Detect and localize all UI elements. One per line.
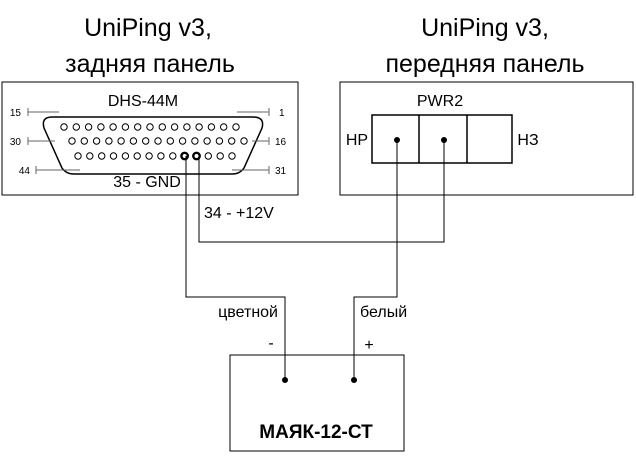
device-name: МАЯК-12-СТ <box>259 422 373 443</box>
pin-bot-1 <box>74 152 82 160</box>
pin-mid-15 <box>240 137 248 145</box>
pin-bot-7 <box>145 152 153 160</box>
device-box <box>229 354 405 452</box>
pin-bot-13 <box>216 152 224 160</box>
pin-top-8 <box>146 123 154 131</box>
pwr-connector-name: PWR2 <box>417 93 463 110</box>
pin-mid-9 <box>166 137 175 145</box>
pin-mid-7 <box>142 137 150 145</box>
pwr-nc-label: НЗ <box>517 132 538 149</box>
right-heading-line2: передняя панель <box>385 50 584 78</box>
pin-top-13 <box>207 123 216 131</box>
device-terminal-minus <box>282 377 288 383</box>
pin-top-12 <box>195 123 203 131</box>
connector-name: DHS-44M <box>108 93 178 110</box>
pin-mid-3 <box>92 137 101 145</box>
pin-top-2 <box>72 123 81 131</box>
pin-mid-13 <box>215 137 224 145</box>
pin-top-11 <box>183 123 191 131</box>
plus-terminal-label: + <box>364 337 373 354</box>
pin-label-31: 31 <box>275 166 287 177</box>
gnd-pin-label: 35 - GND <box>113 174 181 191</box>
right-heading-line1: UniPing v3, <box>421 14 549 42</box>
wire-colored-label: цветной <box>218 304 278 321</box>
wire-white-label: белый <box>360 304 407 321</box>
wire-white <box>353 140 398 380</box>
left-heading-line2: задняя панель <box>65 50 235 78</box>
pin-top-5 <box>109 123 117 131</box>
pin-mid-4 <box>105 137 113 145</box>
pin-bot-6 <box>133 152 141 160</box>
pin-top-6 <box>121 123 130 131</box>
pin-mid-2 <box>80 137 89 145</box>
pin-bot-8 <box>157 152 165 160</box>
left-heading-line1: UniPing v3, <box>84 14 212 42</box>
pin-mid-8 <box>154 137 162 145</box>
pin-bot-14 <box>228 152 236 160</box>
pin-mid-12 <box>203 137 211 145</box>
device-terminal-plus <box>351 377 357 383</box>
pin-label-30: 30 <box>10 137 22 148</box>
wire-12v-to-pwr <box>198 140 445 243</box>
pin-top-4 <box>97 123 105 131</box>
db44-connector-shell <box>42 116 264 175</box>
pin-bot-12 <box>204 152 213 160</box>
pin-label-1: 1 <box>279 108 285 119</box>
pin-top-9 <box>158 123 167 131</box>
pin-mid-10 <box>178 137 187 145</box>
front-panel-box <box>339 81 634 196</box>
pin-mid-5 <box>117 137 125 145</box>
pin-label-16: 16 <box>275 137 287 148</box>
pin-row-middle <box>68 137 248 145</box>
pin-bot-4 <box>109 152 118 160</box>
pin-bot-2 <box>86 152 94 160</box>
pin-bot-10 <box>180 151 190 161</box>
pin-bot-11 <box>192 151 201 161</box>
minus-terminal-label: - <box>268 335 273 352</box>
pin-row-top <box>60 123 240 131</box>
pwr-no-label: НР <box>346 132 368 149</box>
v12-pin-label: 34 - +12V <box>204 205 274 222</box>
pin-mid-6 <box>129 137 138 145</box>
pin-bot-3 <box>98 152 106 160</box>
pin-top-1 <box>60 123 68 131</box>
pin-mid-14 <box>228 137 236 145</box>
pin-top-14 <box>220 123 228 131</box>
pin-top-7 <box>134 123 142 131</box>
pin-label-15: 15 <box>10 108 22 119</box>
pin-top-10 <box>170 123 179 131</box>
pin-top-3 <box>84 123 93 131</box>
pin-row-bottom <box>74 151 236 161</box>
pin-mid-11 <box>191 137 199 145</box>
pin-bot-5 <box>121 152 130 160</box>
pin-top-15 <box>232 123 240 131</box>
wire-colored <box>185 156 286 380</box>
pwr-terminal-block <box>371 114 513 164</box>
rear-panel-box <box>1 81 299 196</box>
pin-mid-1 <box>68 137 76 145</box>
pin-bot-9 <box>169 152 177 160</box>
pin-label-44: 44 <box>19 166 31 177</box>
